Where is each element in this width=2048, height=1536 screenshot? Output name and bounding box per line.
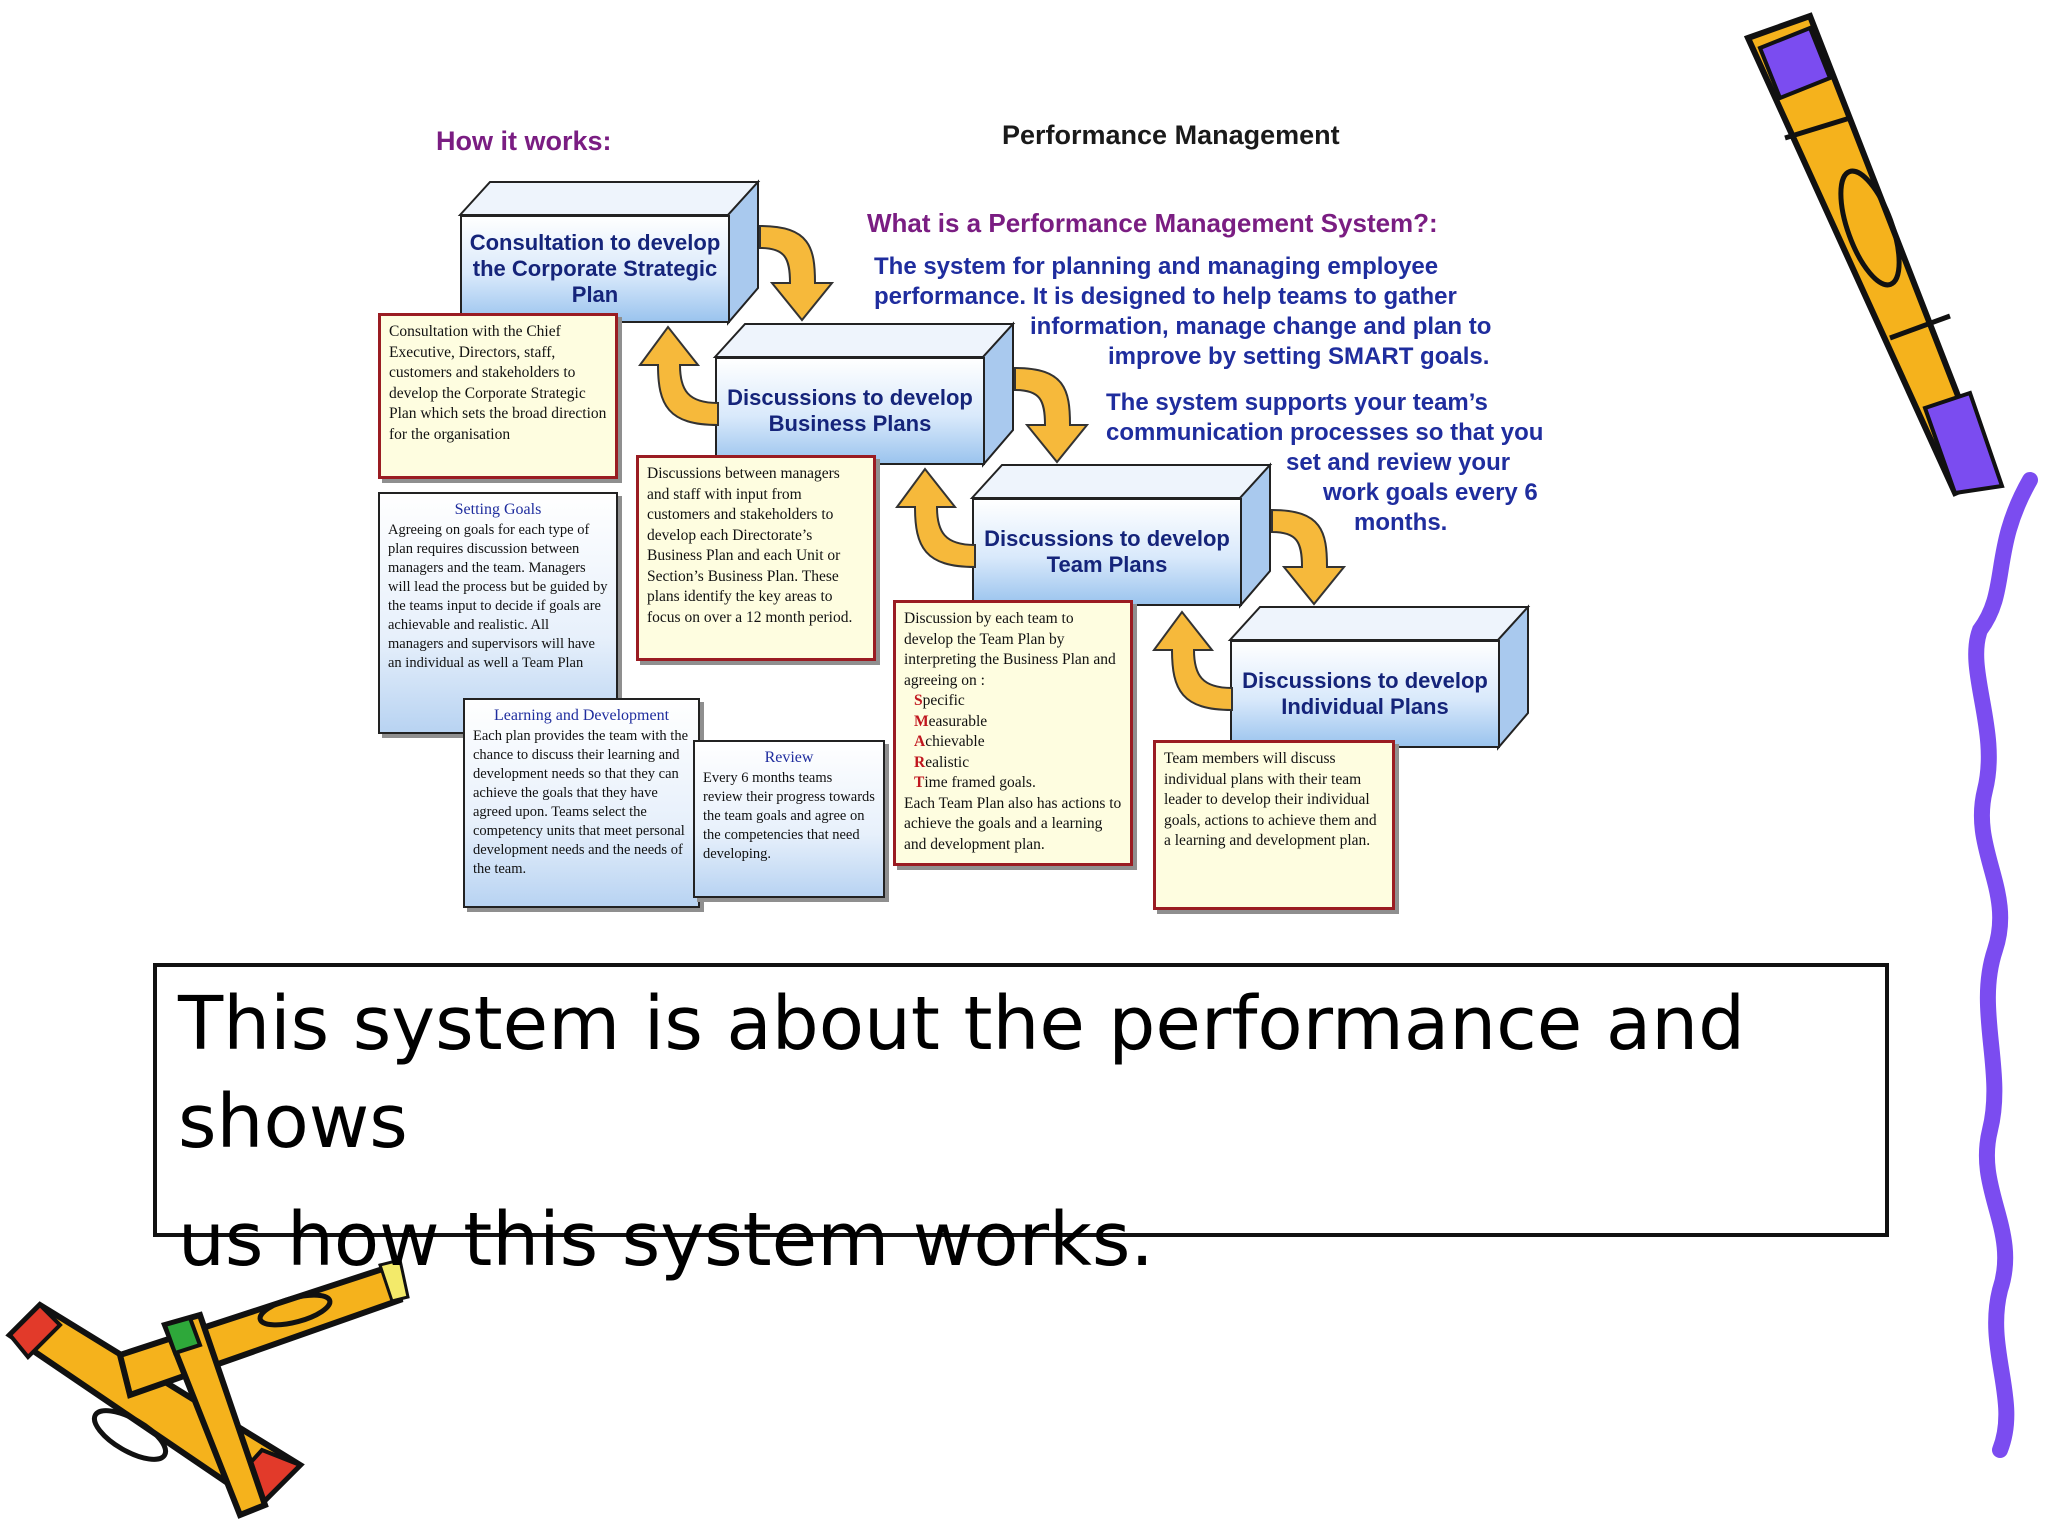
note-title: Setting Goals — [454, 501, 542, 518]
note-business: Discussions between managers and staff w… — [636, 455, 876, 661]
note-team-smart: Discussion by each team to develop the T… — [893, 600, 1133, 866]
info-line: The system for planning and managing emp… — [874, 253, 1439, 280]
smart-word: pecific — [922, 692, 965, 709]
info-line: improve by setting SMART goals. — [1108, 343, 1490, 370]
step-label: Discussions to develop Individual Plans — [1230, 640, 1500, 748]
caption-text: This system is about the performance and… — [178, 975, 1938, 1289]
note-team-outro: Each Team Plan also has actions to achie… — [904, 794, 1122, 853]
info-line: communication processes so that you — [1106, 419, 1544, 446]
info-line: information, manage change and plan to — [1030, 313, 1492, 340]
smart-word: ealistic — [925, 753, 970, 771]
step-individual-plans: Discussions to develop Individual Plans — [1227, 604, 1531, 751]
note-team-intro: Discussion by each team to develop the T… — [904, 610, 1116, 689]
note-learning-development: Learning and Development Each plan provi… — [463, 698, 700, 908]
how-it-works-label: How it works: — [436, 126, 612, 156]
smart-item: Specific — [904, 691, 1122, 712]
diagram-title: Performance Management — [1002, 120, 1340, 150]
arrow-down-icon — [759, 224, 835, 322]
arrow-up-icon — [895, 467, 976, 569]
note-individual: Team members will discuss individual pla… — [1153, 740, 1395, 910]
info-line: months. — [1354, 509, 1448, 536]
smart-item: Realistic — [904, 753, 1122, 774]
step-team-plans: Discussions to develop Team Plans — [969, 462, 1273, 609]
smart-word: chievable — [925, 733, 985, 750]
caption-box — [153, 963, 1889, 1237]
step-label: Discussions to develop Team Plans — [972, 498, 1242, 606]
smart-letter: A — [914, 733, 926, 750]
smart-item: Time framed goals. — [904, 773, 1122, 794]
smart-word: easurable — [928, 712, 988, 730]
info-line: performance. It is designed to help team… — [874, 283, 1457, 310]
note-setting-goals: Setting Goals Agreeing on goals for each… — [378, 492, 618, 734]
ribbon-decoration — [1968, 472, 2038, 1458]
smart-word: ime framed goals. — [924, 774, 1036, 791]
note-corporate: Consultation with the Chief Executive, D… — [378, 313, 618, 479]
info-paragraph-1: The system for planning and managing emp… — [874, 252, 1514, 372]
pencil-icon-top-right — [1743, 12, 2005, 497]
smart-letter: S — [914, 692, 923, 709]
step-label: Consultation to develop the Corporate St… — [460, 215, 730, 323]
caption-line: This system is about the performance and — [178, 981, 1746, 1067]
info-line: work goals every 6 — [1323, 479, 1538, 506]
info-line: The system supports your team’s — [1106, 389, 1488, 416]
arrow-up-icon — [638, 325, 719, 427]
note-title: Review — [764, 749, 814, 766]
info-question: What is a Performance Management System?… — [867, 208, 1438, 238]
note-title: Learning and Development — [493, 707, 670, 724]
note-body: Every 6 months teams review their progre… — [703, 770, 875, 862]
smart-letter: T — [914, 774, 925, 791]
info-line: set and review your — [1286, 449, 1511, 476]
info-paragraph-2: The system supports your team’s communic… — [1106, 388, 1543, 538]
pencils-icon-bottom-left — [5, 1258, 410, 1519]
smart-item: Achievable — [904, 732, 1122, 753]
step-label: Discussions to develop Business Plans — [715, 357, 985, 465]
arrow-down-icon — [1271, 508, 1347, 606]
step-business-plans: Discussions to develop Business Plans — [712, 321, 1016, 468]
arrow-up-icon — [1152, 610, 1233, 712]
note-review: Review Every 6 months teams review their… — [693, 740, 885, 898]
caption-line: shows — [178, 1079, 408, 1165]
note-body: Each plan provides the team with the cha… — [473, 728, 689, 877]
smart-item: Measurable — [904, 712, 1122, 733]
smart-letter: M — [914, 712, 929, 730]
caption-line: us how this system works. — [178, 1197, 1154, 1283]
arrow-down-icon — [1014, 366, 1090, 464]
note-body: Agreeing on goals for each type of plan … — [388, 522, 608, 671]
smart-letter: R — [914, 753, 926, 771]
step-corporate-plan: Consultation to develop the Corporate St… — [457, 179, 761, 326]
